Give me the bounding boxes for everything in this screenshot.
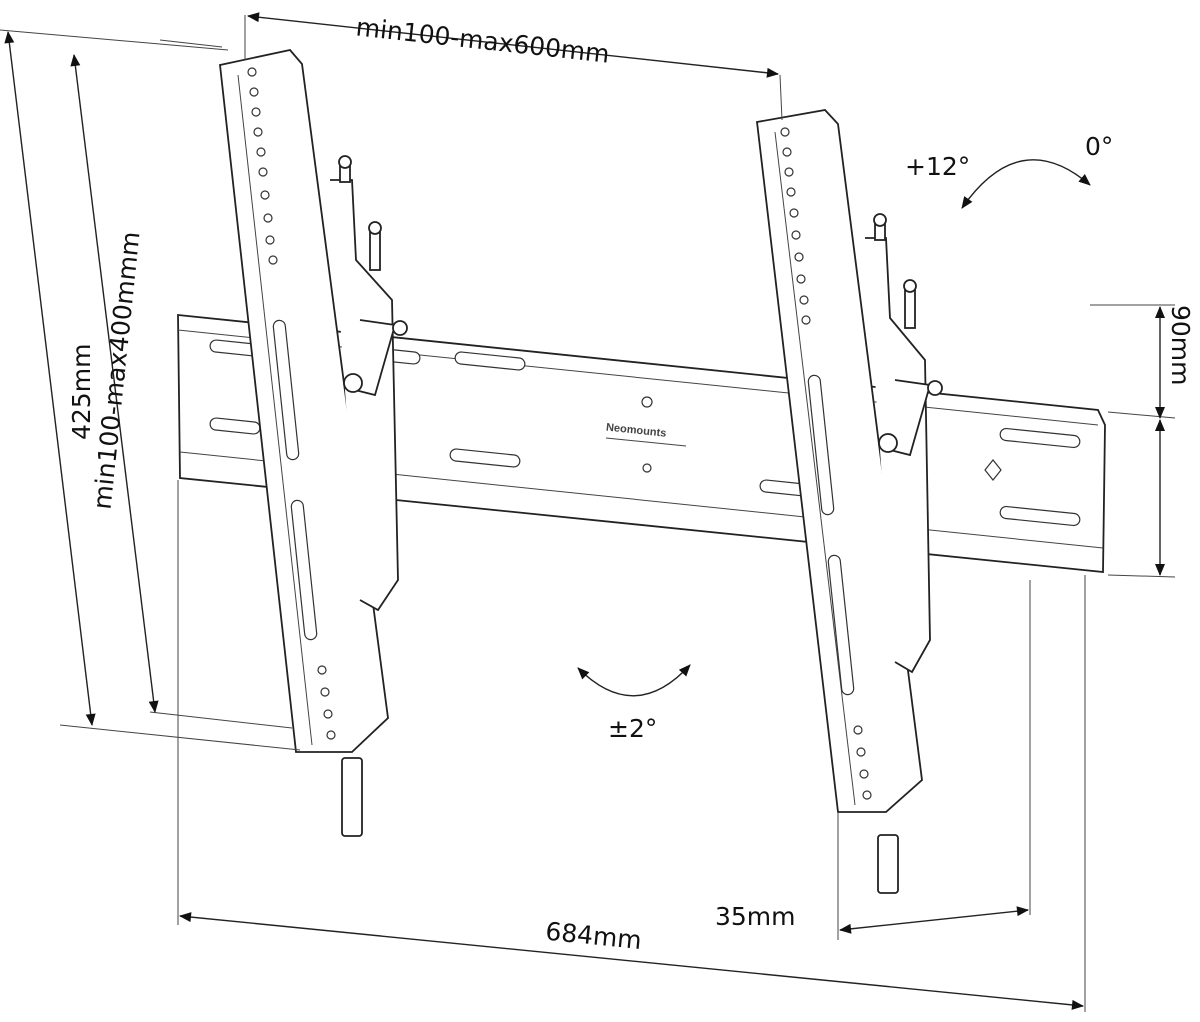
- label-rail-width: 684mm: [544, 917, 643, 955]
- label-tilt-forward: +12°: [905, 152, 970, 181]
- label-width-range: min100-max600mm: [355, 12, 611, 68]
- label-total-height: 425mm: [67, 344, 96, 440]
- label-rail-height: 90mm: [1166, 305, 1195, 386]
- label-depth: 35mm: [715, 902, 796, 931]
- label-tilt-zero: 0°: [1085, 132, 1113, 161]
- label-height-range: min100-max400mmm: [88, 230, 146, 511]
- label-level-adjust: ±2°: [608, 714, 657, 743]
- dimension-lines: [0, 12, 1176, 1012]
- right-bracket-arm: [756, 109, 943, 894]
